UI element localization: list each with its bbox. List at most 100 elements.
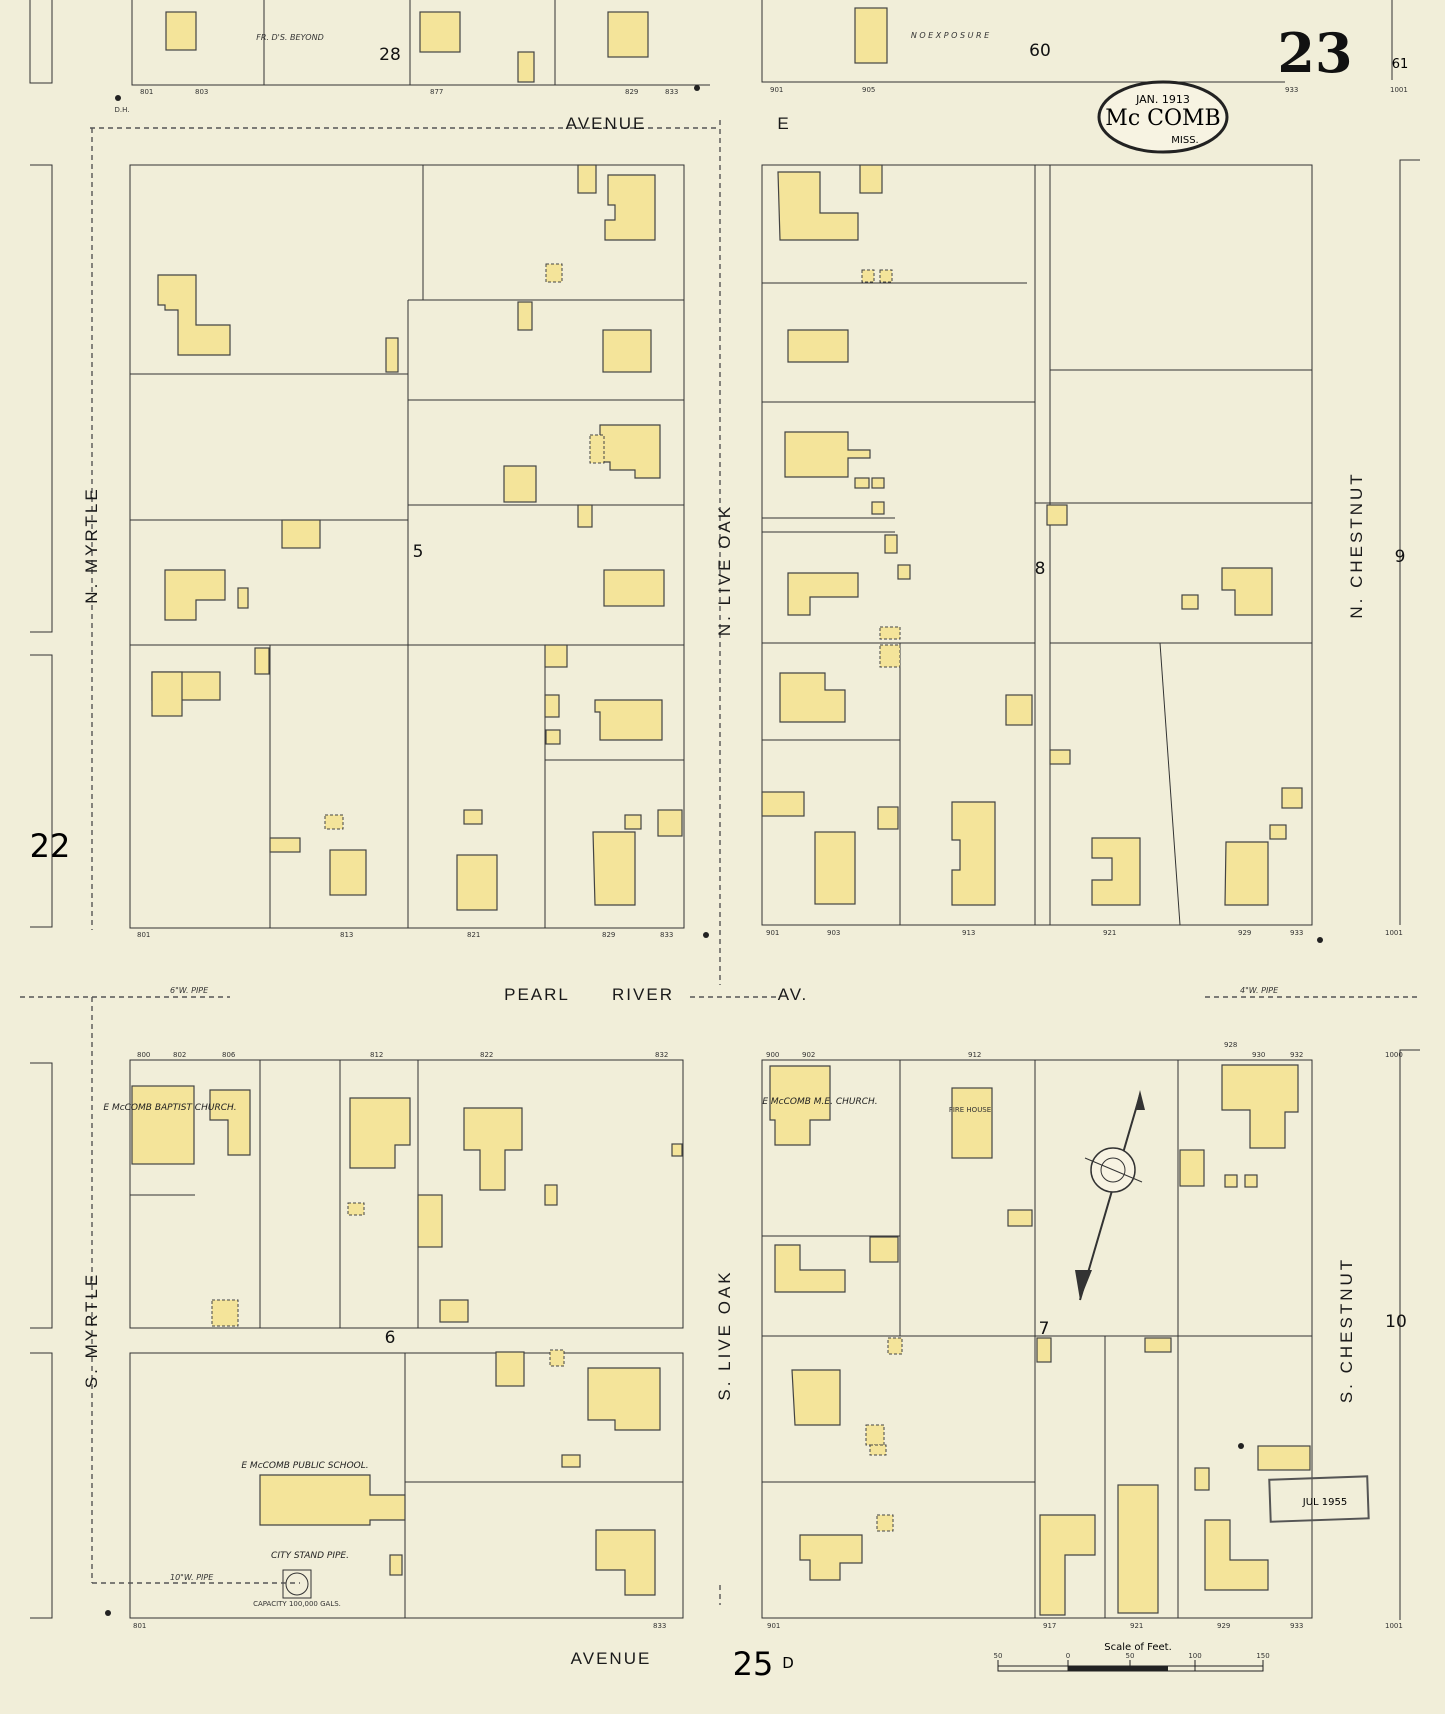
scale-tick: 50 bbox=[1126, 1652, 1135, 1660]
block-5 bbox=[129, 164, 685, 929]
street-avenue-e: AVENUE bbox=[566, 114, 647, 133]
address-number: 933 bbox=[1290, 929, 1303, 937]
scale-tick: 100 bbox=[1188, 1652, 1201, 1660]
block-7 bbox=[761, 1059, 1313, 1619]
address-number: 901 bbox=[767, 1622, 780, 1630]
scale-ticks: 50 0 50 100 150 bbox=[994, 1652, 1270, 1660]
water-pipes bbox=[20, 120, 1420, 1605]
adjacent-sheet-25-suffix: D bbox=[782, 1654, 794, 1672]
hydrants bbox=[105, 85, 1323, 1616]
address-number: 829 bbox=[602, 931, 615, 939]
pipe-label-6w: 6"W. PIPE bbox=[170, 986, 209, 995]
address-number: 917 bbox=[1043, 1622, 1056, 1630]
baptist-church-label: E McCOMB BAPTIST CHURCH. bbox=[103, 1103, 236, 1113]
city-stand-pipe-label: CITY STAND PIPE. bbox=[271, 1551, 349, 1561]
address-number: 801 bbox=[133, 1622, 146, 1630]
address-number: 1001 bbox=[1385, 929, 1403, 937]
street-n-myrtle: N. MYRTLE bbox=[82, 486, 101, 603]
address-pearl-north: 801 813 821 829 833 901 903 913 921 929 … bbox=[137, 929, 1403, 939]
block-8 bbox=[761, 164, 1313, 926]
street-s-chestnut: S. CHESTNUT bbox=[1337, 1257, 1356, 1403]
map-date: JAN. 1913 bbox=[1135, 93, 1190, 106]
address-number: 912 bbox=[968, 1051, 981, 1059]
address-number: 928 bbox=[1224, 1041, 1237, 1049]
block-number-10: 10 bbox=[1385, 1312, 1407, 1332]
compass-rose-icon bbox=[1075, 1090, 1145, 1301]
adjacent-sheet-25: 25 bbox=[733, 1645, 774, 1683]
address-number: 1001 bbox=[1385, 1622, 1403, 1630]
address-number: 812 bbox=[370, 1051, 383, 1059]
address-top-row: 801 803 877 829 833 901 905 933 1001 bbox=[140, 86, 1408, 96]
address-number: 800 bbox=[137, 1051, 150, 1059]
address-number: 803 bbox=[195, 88, 208, 96]
pipe-label-4w: 4"W. PIPE bbox=[1240, 986, 1279, 995]
address-number: 1000 bbox=[1385, 1051, 1403, 1059]
block-number-60: 60 bbox=[1029, 41, 1051, 61]
me-church-label: E McCOMB M.E. CHURCH. bbox=[762, 1097, 877, 1107]
street-n-live-oak: N. LIVE OAK bbox=[715, 504, 734, 636]
street-av: AV. bbox=[778, 985, 809, 1004]
street-s-live-oak: S. LIVE OAK bbox=[715, 1269, 734, 1400]
address-pearl-south: 800 802 806 812 822 832 900 902 912 928 … bbox=[137, 1041, 1403, 1059]
pipe-label-10w: 10"W. PIPE bbox=[170, 1573, 214, 1582]
street-avenue-e-letter: E bbox=[777, 114, 790, 133]
scale-label: Scale of Feet. bbox=[1104, 1642, 1172, 1653]
adjacent-sheet-61: 61 bbox=[1392, 57, 1409, 72]
top-blocks bbox=[131, 0, 1285, 86]
address-number: 921 bbox=[1103, 929, 1116, 937]
address-number: 902 bbox=[802, 1051, 815, 1059]
block-number-28: 28 bbox=[379, 45, 401, 65]
address-number: 901 bbox=[770, 86, 783, 94]
address-number: 905 bbox=[862, 86, 875, 94]
address-number: 833 bbox=[653, 1622, 666, 1630]
address-number: 903 bbox=[827, 929, 840, 937]
address-number: 929 bbox=[1217, 1622, 1230, 1630]
block-number-5: 5 bbox=[413, 542, 424, 562]
address-number: 802 bbox=[173, 1051, 186, 1059]
scale-bar bbox=[997, 1660, 1264, 1672]
receipt-stamp bbox=[1268, 1475, 1370, 1523]
public-school-label: E McCOMB PUBLIC SCHOOL. bbox=[241, 1461, 368, 1471]
address-number: 901 bbox=[766, 929, 779, 937]
street-n-chestnut: N. CHESTNUT bbox=[1347, 471, 1366, 618]
address-number: 877 bbox=[430, 88, 443, 96]
address-number: 930 bbox=[1252, 1051, 1265, 1059]
address-number: 806 bbox=[222, 1051, 236, 1059]
sheet-number: 23 bbox=[1277, 21, 1352, 85]
block-number-8: 8 bbox=[1035, 559, 1046, 579]
street-avenue-bottom: AVENUE bbox=[571, 1649, 652, 1668]
street-s-myrtle: S. MYRTLE bbox=[82, 1272, 101, 1388]
scale-tick: 0 bbox=[1066, 1652, 1070, 1660]
address-number: 929 bbox=[1238, 929, 1251, 937]
address-number: 829 bbox=[625, 88, 638, 96]
stand-pipe-capacity-label: CAPACITY 100,000 GALS. bbox=[253, 1600, 341, 1608]
address-number: 822 bbox=[480, 1051, 493, 1059]
block-6 bbox=[129, 1059, 684, 1619]
block-number-6: 6 bbox=[385, 1328, 396, 1348]
block-number-9: 9 bbox=[1395, 547, 1406, 567]
address-number: 833 bbox=[660, 931, 673, 939]
no-exposure-label: N O E X P O S U R E bbox=[911, 31, 990, 40]
dh-label: D.H. bbox=[115, 106, 130, 114]
address-bottom-row: 801 833 901 917 921 929 933 1001 bbox=[133, 1622, 1403, 1630]
scale-tick: 150 bbox=[1256, 1652, 1269, 1660]
address-number: 933 bbox=[1285, 86, 1298, 94]
left-adjacent-blocks bbox=[29, 0, 53, 1619]
address-number: 913 bbox=[962, 929, 975, 937]
title-cartouche bbox=[1097, 80, 1229, 154]
address-number: 932 bbox=[1290, 1051, 1303, 1059]
street-pearl: PEARL bbox=[504, 985, 570, 1004]
address-number: 801 bbox=[137, 931, 150, 939]
address-number: 832 bbox=[655, 1051, 668, 1059]
map-city: Mc COMB bbox=[1105, 106, 1220, 131]
address-number: 900 bbox=[766, 1051, 779, 1059]
fr-ds-beyond-label: FR. D'S. BEYOND bbox=[256, 33, 324, 42]
address-number: 1001 bbox=[1390, 86, 1408, 94]
right-adjacent-blocks bbox=[1391, 0, 1420, 1620]
address-number: 933 bbox=[1290, 1622, 1303, 1630]
address-number: 921 bbox=[1130, 1622, 1143, 1630]
stamp-text: JUL 1955 bbox=[1302, 1497, 1347, 1508]
address-number: 801 bbox=[140, 88, 153, 96]
scale-tick: 50 bbox=[994, 1652, 1003, 1660]
